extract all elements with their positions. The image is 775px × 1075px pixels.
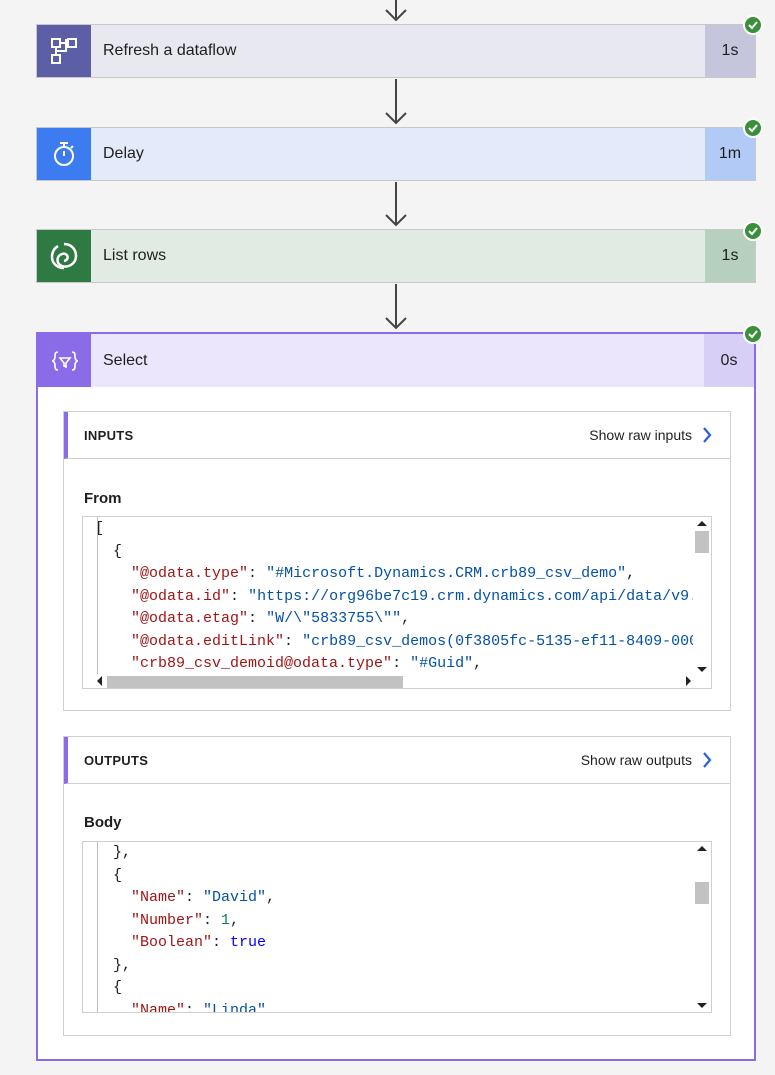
vertical-scrollbar[interactable]: [693, 517, 711, 676]
success-check-icon: [743, 15, 763, 35]
code-line: "@odata.editLink": "crb89_csv_demos(0f38…: [131, 632, 699, 650]
inputs-panel: INPUTS Show raw inputs From [ { "@odata.…: [63, 411, 731, 711]
step-delay[interactable]: Delay 1m: [36, 127, 756, 181]
code-line: "crb89_csv_demoid@odata.type": "#Guid",: [131, 655, 483, 672]
code-line: },: [95, 956, 132, 974]
step-title: Select: [103, 351, 148, 369]
body-label: Body: [84, 814, 122, 831]
code-line: "@odata.type": "#Microsoft.Dynamics.CRM.…: [131, 565, 636, 582]
from-label: From: [84, 490, 122, 507]
code-line: "Number": 1,: [131, 911, 240, 929]
chevron-right-icon: [703, 752, 712, 768]
code-line: [: [95, 520, 105, 537]
show-raw-inputs-link[interactable]: Show raw inputs: [589, 427, 712, 443]
step-list-rows[interactable]: List rows 1s: [36, 229, 756, 283]
code-line: },: [95, 844, 132, 861]
step-title: Delay: [103, 145, 144, 162]
dataverse-icon: [37, 230, 91, 282]
show-raw-inputs-label: Show raw inputs: [589, 427, 692, 443]
code-line: {: [95, 866, 123, 884]
success-check-icon: [743, 324, 763, 344]
vertical-scrollbar[interactable]: [693, 842, 711, 1012]
horizontal-scrollbar[interactable]: [83, 674, 695, 688]
step-duration: 1s: [705, 25, 755, 77]
connector-arrow: [384, 284, 408, 331]
connector-arrow: [384, 79, 408, 126]
code-line: {: [95, 542, 123, 560]
outputs-title: OUTPUTS: [84, 752, 149, 768]
select-header[interactable]: Select 0s: [38, 334, 754, 387]
step-refresh-dataflow[interactable]: Refresh a dataflow 1s: [36, 24, 756, 78]
inputs-panel-header: INPUTS Show raw inputs: [64, 412, 730, 459]
connector-arrow: [384, 0, 408, 22]
code-line: "@odata.id": "https://org96be7c19.crm.dy…: [131, 587, 699, 605]
step-select: Select 0s INPUTS Show raw inputs From [ …: [36, 332, 756, 1061]
code-line: "Boolean": true: [131, 934, 267, 951]
code-line: "@odata.etag": "W/\"5833755\"",: [131, 610, 411, 627]
inputs-title: INPUTS: [84, 427, 134, 443]
code-line: "Name": "David",: [131, 889, 276, 906]
select-braces-icon: [38, 334, 91, 387]
connector-arrow: [384, 182, 408, 228]
outputs-code-viewer[interactable]: }, { "Name": "David", "Number": 1, "Bool…: [82, 841, 712, 1013]
outputs-panel-header: OUTPUTS Show raw outputs: [64, 737, 730, 784]
step-duration: 0s: [704, 334, 754, 387]
step-duration: 1m: [705, 128, 755, 180]
chevron-right-icon: [703, 427, 712, 443]
success-check-icon: [743, 221, 763, 241]
code-line: {: [95, 979, 123, 996]
outputs-panel: OUTPUTS Show raw outputs Body }, { "Name…: [63, 736, 731, 1036]
inputs-code-viewer[interactable]: [ { "@odata.type": "#Microsoft.Dynamics.…: [82, 516, 712, 689]
step-title: Refresh a dataflow: [103, 42, 237, 59]
show-raw-outputs-label: Show raw outputs: [580, 752, 692, 768]
show-raw-outputs-link[interactable]: Show raw outputs: [581, 752, 712, 768]
success-check-icon: [743, 118, 763, 138]
step-title: List rows: [103, 247, 167, 264]
dataflow-icon: [37, 25, 91, 77]
code-line: "Name": "Linda": [131, 1001, 267, 1013]
timer-icon: [37, 128, 91, 180]
